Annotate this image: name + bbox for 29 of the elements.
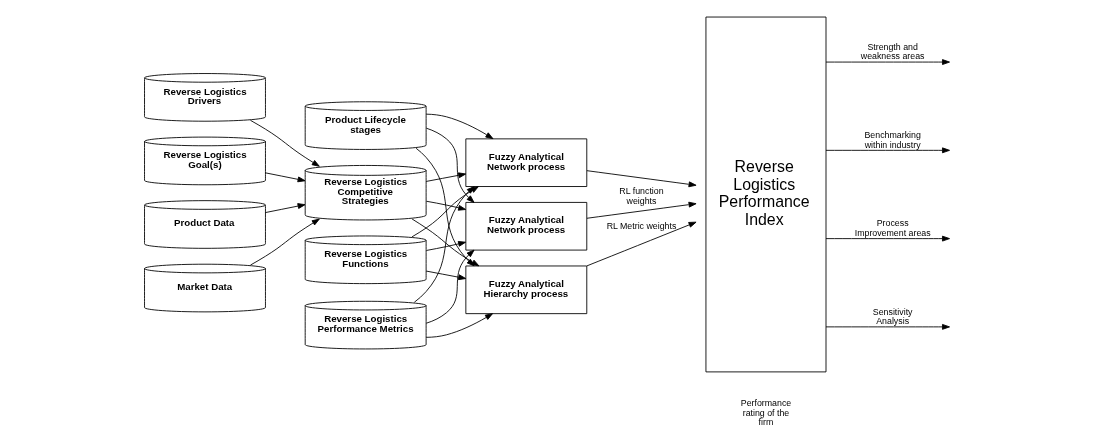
arrow [825,323,950,330]
arrow [249,119,320,167]
edge-label: Strength and weakness areas [860,41,924,62]
node-box: Fuzzy Analytical Network process [464,138,587,187]
node-box: Fuzzy Analytical Hierarchy process [464,265,587,315]
arrow [825,147,950,154]
arrow [585,221,696,267]
edge-label: Sensitivity Analysis [872,306,912,327]
edge-label: RL function weights [618,186,664,207]
edge-label: Benchmarking within industry [863,129,921,150]
arrow [264,203,305,213]
arrow [825,59,950,65]
arrow [585,201,696,219]
edge-label: Process Improvement areas [854,218,931,238]
arrow [425,313,493,338]
label: Performance rating of the firm [740,397,791,428]
arrow [425,172,466,182]
node-box: Fuzzy Analytical Network process [464,202,587,251]
arrow [825,235,950,242]
arrow [249,218,320,266]
edge-label: RL Metric weights [606,220,676,231]
arrow [425,270,466,281]
node-box: Reverse Logistics Performance Index [705,16,826,373]
arrow [425,241,466,251]
arrow [264,172,305,183]
arrow [425,113,493,140]
arrow [425,127,474,203]
arrow [425,200,466,211]
arrow [585,170,696,188]
